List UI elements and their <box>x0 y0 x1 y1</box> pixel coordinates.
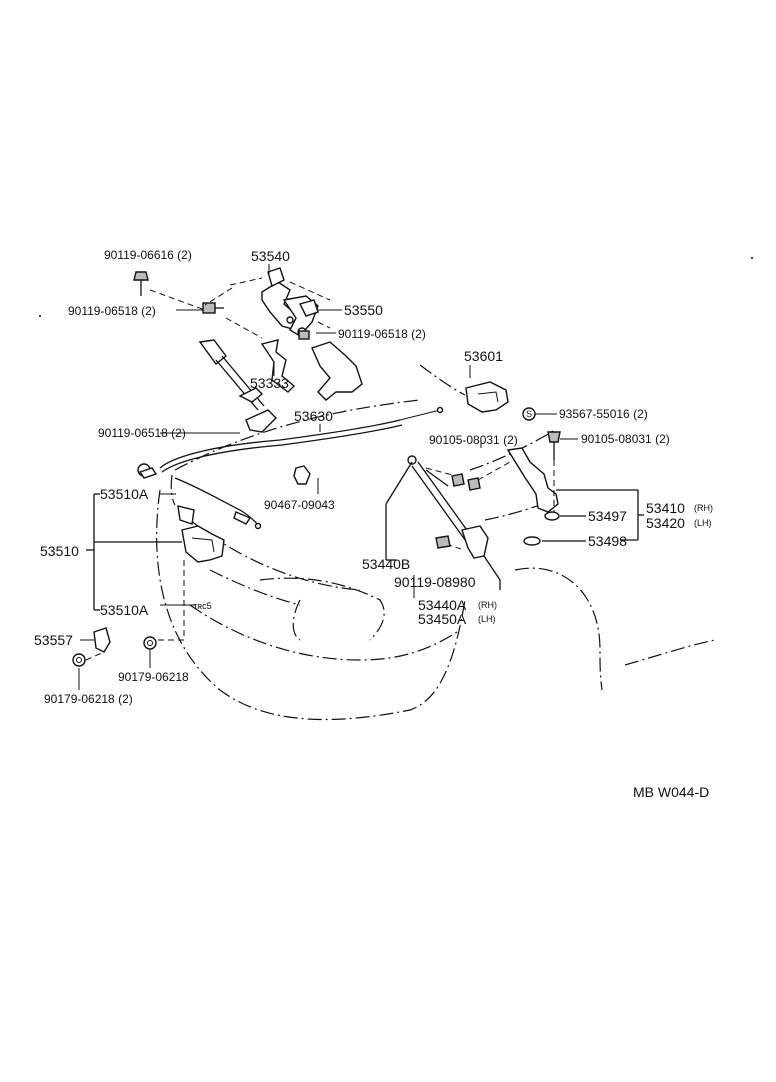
label-53410-side: (RH) <box>694 503 713 513</box>
cable-clip <box>293 465 319 492</box>
hood-hinge <box>261 267 319 337</box>
label-90105-08031-b: 90105-08031 (2) <box>581 432 670 446</box>
label-53498: 53498 <box>588 533 627 549</box>
hood-lock-53601 <box>465 381 509 413</box>
label-90119-06518-right: 90119-06518 (2) <box>338 327 426 341</box>
label-53630: 53630 <box>294 408 333 424</box>
label-53333: 53333 <box>250 375 289 391</box>
cable-clip-left <box>137 463 158 479</box>
washer-53497 <box>544 511 560 521</box>
bolt-90105-08031-b <box>547 431 561 460</box>
dot-mark <box>39 315 41 317</box>
label-90119-06616: 90119-06616 (2) <box>104 248 192 262</box>
label-53410: 53410 <box>646 500 685 516</box>
label-90179-06218-2: 90179-06218 (2) <box>44 692 133 706</box>
label-53540: 53540 <box>251 248 290 264</box>
label-53550: 53550 <box>344 302 383 318</box>
label-90119-06518-top: 90119-06518 (2) <box>68 304 156 318</box>
label-93567-55016: 93567-55016 (2) <box>559 407 648 421</box>
part-labels: 53540 90119-06616 (2) 53550 90119-06518 … <box>34 248 713 800</box>
release-cable <box>159 406 444 530</box>
bolt-90119-08980 <box>435 535 451 549</box>
bolt-strut-top <box>451 473 465 487</box>
nut-90179-06218-2 <box>72 653 86 667</box>
label-53510A-top: 53510A <box>100 486 149 502</box>
label-53601: 53601 <box>464 348 503 364</box>
leader-lines <box>78 264 644 690</box>
label-53420: 53420 <box>646 515 685 531</box>
hinge-bracket-center <box>311 341 363 401</box>
label-53557: 53557 <box>34 632 73 648</box>
label-53450A-side: (LH) <box>478 614 496 624</box>
label-53420-side: (LH) <box>694 518 712 528</box>
bolt-90119-06518-left <box>202 302 224 314</box>
bolt-90105-08031-a <box>467 477 481 491</box>
dot-mark <box>751 257 753 259</box>
label-53510A-bottom: 53510A <box>100 602 149 618</box>
label-53497: 53497 <box>588 508 627 524</box>
label-53450A: 53450A <box>418 611 467 627</box>
washer-53498 <box>523 536 541 546</box>
hood-stay-left <box>198 339 277 433</box>
hood-support-rod <box>260 339 296 393</box>
clip-93567: S <box>522 407 557 421</box>
bolt-90119-06616 <box>133 271 149 296</box>
label-53440A-side: (RH) <box>478 600 497 610</box>
svg-text:S: S <box>526 409 532 419</box>
diagram-code: MB W044-D <box>633 784 709 800</box>
label-90467-09043: 90467-09043 <box>264 498 335 512</box>
nut-90179-06218 <box>143 636 157 650</box>
bracket-53557 <box>93 627 111 653</box>
bolt-90119-06518-right <box>298 330 310 340</box>
label-90119-08980: 90119-08980 <box>394 574 476 590</box>
label-53440B: 53440B <box>362 556 410 572</box>
label-53440A: 53440A <box>418 597 467 613</box>
hood-hinge-right <box>506 447 559 513</box>
label-90105-08031-a: 90105-08031 (2) <box>429 433 518 447</box>
label-90179-06218: 90179-06218 <box>118 670 189 684</box>
svg-text:ɪʀᴄ5: ɪʀᴄ5 <box>194 601 212 611</box>
label-90119-06518-left: 90119-06518 (2) <box>98 426 186 440</box>
hood-lock-53510 <box>177 505 225 563</box>
label-53510: 53510 <box>40 543 79 559</box>
